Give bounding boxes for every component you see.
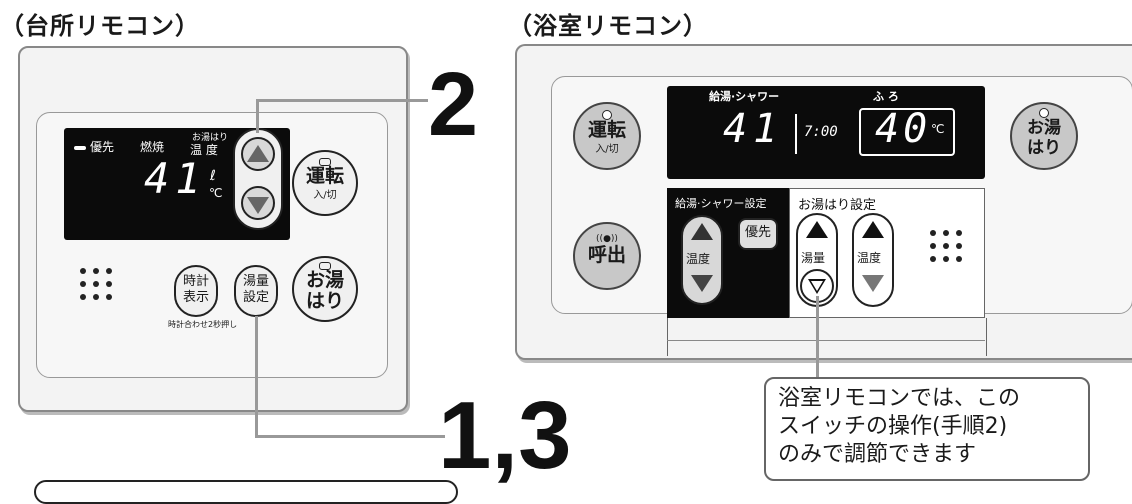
ofuro-temp-label: 温度 <box>857 251 882 265</box>
priority-button-label: 優先 <box>744 225 771 240</box>
bath-ofuro-button[interactable]: お湯 はり <box>1010 102 1078 170</box>
step13-leader-line-v <box>255 316 258 438</box>
bath-power-indicator-icon <box>602 110 612 120</box>
ofuro-section-title: お湯はり設定 <box>798 198 877 213</box>
bath-ofuro-indicator-icon <box>1039 108 1049 118</box>
lcd-unit-celsius: ℃ <box>209 186 223 200</box>
ofuro-indicator-icon <box>319 262 331 270</box>
callout-line-1: 浴室リモコンでは、この <box>778 386 1021 411</box>
amount-button-label-1: 湯量 <box>242 274 269 289</box>
step-1-3-label: 1,3 <box>438 382 572 489</box>
bath-call-button[interactable]: ((●)) 呼出 <box>573 222 641 290</box>
lcd-temp-digits: 41 <box>144 154 207 203</box>
step2-leader-line-v <box>256 99 259 133</box>
up-arrow-button[interactable] <box>241 137 275 171</box>
ofuro-button-label-2: はり <box>305 290 344 312</box>
bath-speaker-grille <box>930 230 962 262</box>
bath-power-label: 運転 <box>587 119 626 141</box>
priority-button[interactable]: 優先 <box>738 218 778 250</box>
down-arrow-icon <box>247 197 269 214</box>
callout-line-2: スイッチの操作(手順2) <box>778 414 1008 439</box>
lcd-combustion-label: 燃焼 <box>140 140 165 154</box>
ofuro-amount-label: 湯量 <box>801 251 826 265</box>
down-arrow-button[interactable] <box>241 186 275 220</box>
clock-button-label-2: 表示 <box>182 290 209 305</box>
bath-remote-callout: 浴室リモコンでは、この スイッチの操作(手順2) のみで調節できます <box>764 377 1090 481</box>
step2-leader-line-h <box>258 99 428 102</box>
panel-slot-line <box>667 340 985 341</box>
shower-section-title: 給湯·シャワー設定 <box>675 197 767 210</box>
kitchen-clock-button[interactable]: 時計 表示 <box>174 265 218 317</box>
kitchen-ofuro-button[interactable]: お湯 はり <box>292 256 358 322</box>
lcd-unit-liter: ℓ <box>210 168 216 184</box>
ofuro-amount-control: 湯量 <box>796 213 838 307</box>
amount-button-label-2: 設定 <box>242 290 269 305</box>
lcd-bath-unit: ℃ <box>931 122 945 136</box>
up-arrow-icon <box>247 145 269 162</box>
power-indicator-icon <box>319 158 331 166</box>
lcd-shower-label: 給湯·シャワー <box>709 90 780 103</box>
kitchen-remote-heading: （台所リモコン） <box>0 12 200 40</box>
shower-temp-up-icon[interactable] <box>691 223 713 240</box>
bath-power-button[interactable]: 運転 入/切 <box>573 102 641 170</box>
ofuro-temp-control: 温度 <box>852 213 894 307</box>
kitchen-speaker-grille <box>80 268 112 300</box>
lcd-bath-frame <box>859 108 955 156</box>
step13-leader-line-h <box>255 435 445 438</box>
bath-ofuro-label-2: はり <box>1027 138 1061 158</box>
ofuro-temp-down-icon[interactable] <box>862 275 884 292</box>
callout-leader-line <box>816 296 819 380</box>
kitchen-updown-control <box>233 128 283 230</box>
shower-temp-control: 温度 <box>681 215 723 305</box>
step-2-label: 2 <box>428 55 479 155</box>
shower-temp-label: 温度 <box>686 252 711 266</box>
power-button-sublabel: 入/切 <box>313 190 337 201</box>
lcd-ofuro-label: お湯はり <box>192 133 229 143</box>
priority-indicator-icon <box>74 146 86 150</box>
ofuro-button-label-1: お湯 <box>305 269 344 291</box>
bath-remote-heading: （浴室リモコン） <box>508 12 708 40</box>
ofuro-amount-up-icon[interactable] <box>806 221 828 238</box>
lcd-shower-temp-digits: 41 <box>723 106 784 152</box>
bath-lcd-display: 給湯·シャワー ふ ろ 41 7:00 40 ℃ <box>667 86 985 179</box>
kitchen-amount-button[interactable]: 湯量 設定 <box>234 265 278 317</box>
kitchen-power-button[interactable]: 運転 入/切 <box>292 150 358 216</box>
callout-line-3: のみで調節できます <box>778 442 977 467</box>
bath-ofuro-label-1: お湯 <box>1027 118 1061 138</box>
clock-button-label-1: 時計 <box>182 274 209 289</box>
lcd-temp-label: 温 度 <box>190 143 218 157</box>
ofuro-temp-up-icon[interactable] <box>862 221 884 238</box>
clock-hold-note: 時計合わせ2秒押し <box>168 320 238 329</box>
lcd-clock: 7:00 <box>804 124 838 140</box>
lcd-divider <box>795 114 797 154</box>
lcd-priority-label: 優先 <box>90 140 115 154</box>
shower-temp-down-icon[interactable] <box>691 275 713 292</box>
panel-slot-lower <box>667 318 987 356</box>
bath-power-sublabel: 入/切 <box>595 144 619 155</box>
call-icon: ((●)) <box>596 234 618 244</box>
lcd-bath-temp-digits: 40 <box>875 106 932 152</box>
power-button-label: 運転 <box>305 165 344 187</box>
lcd-bath-label: ふ ろ <box>873 90 899 103</box>
call-button-label: 呼出 <box>587 244 626 266</box>
